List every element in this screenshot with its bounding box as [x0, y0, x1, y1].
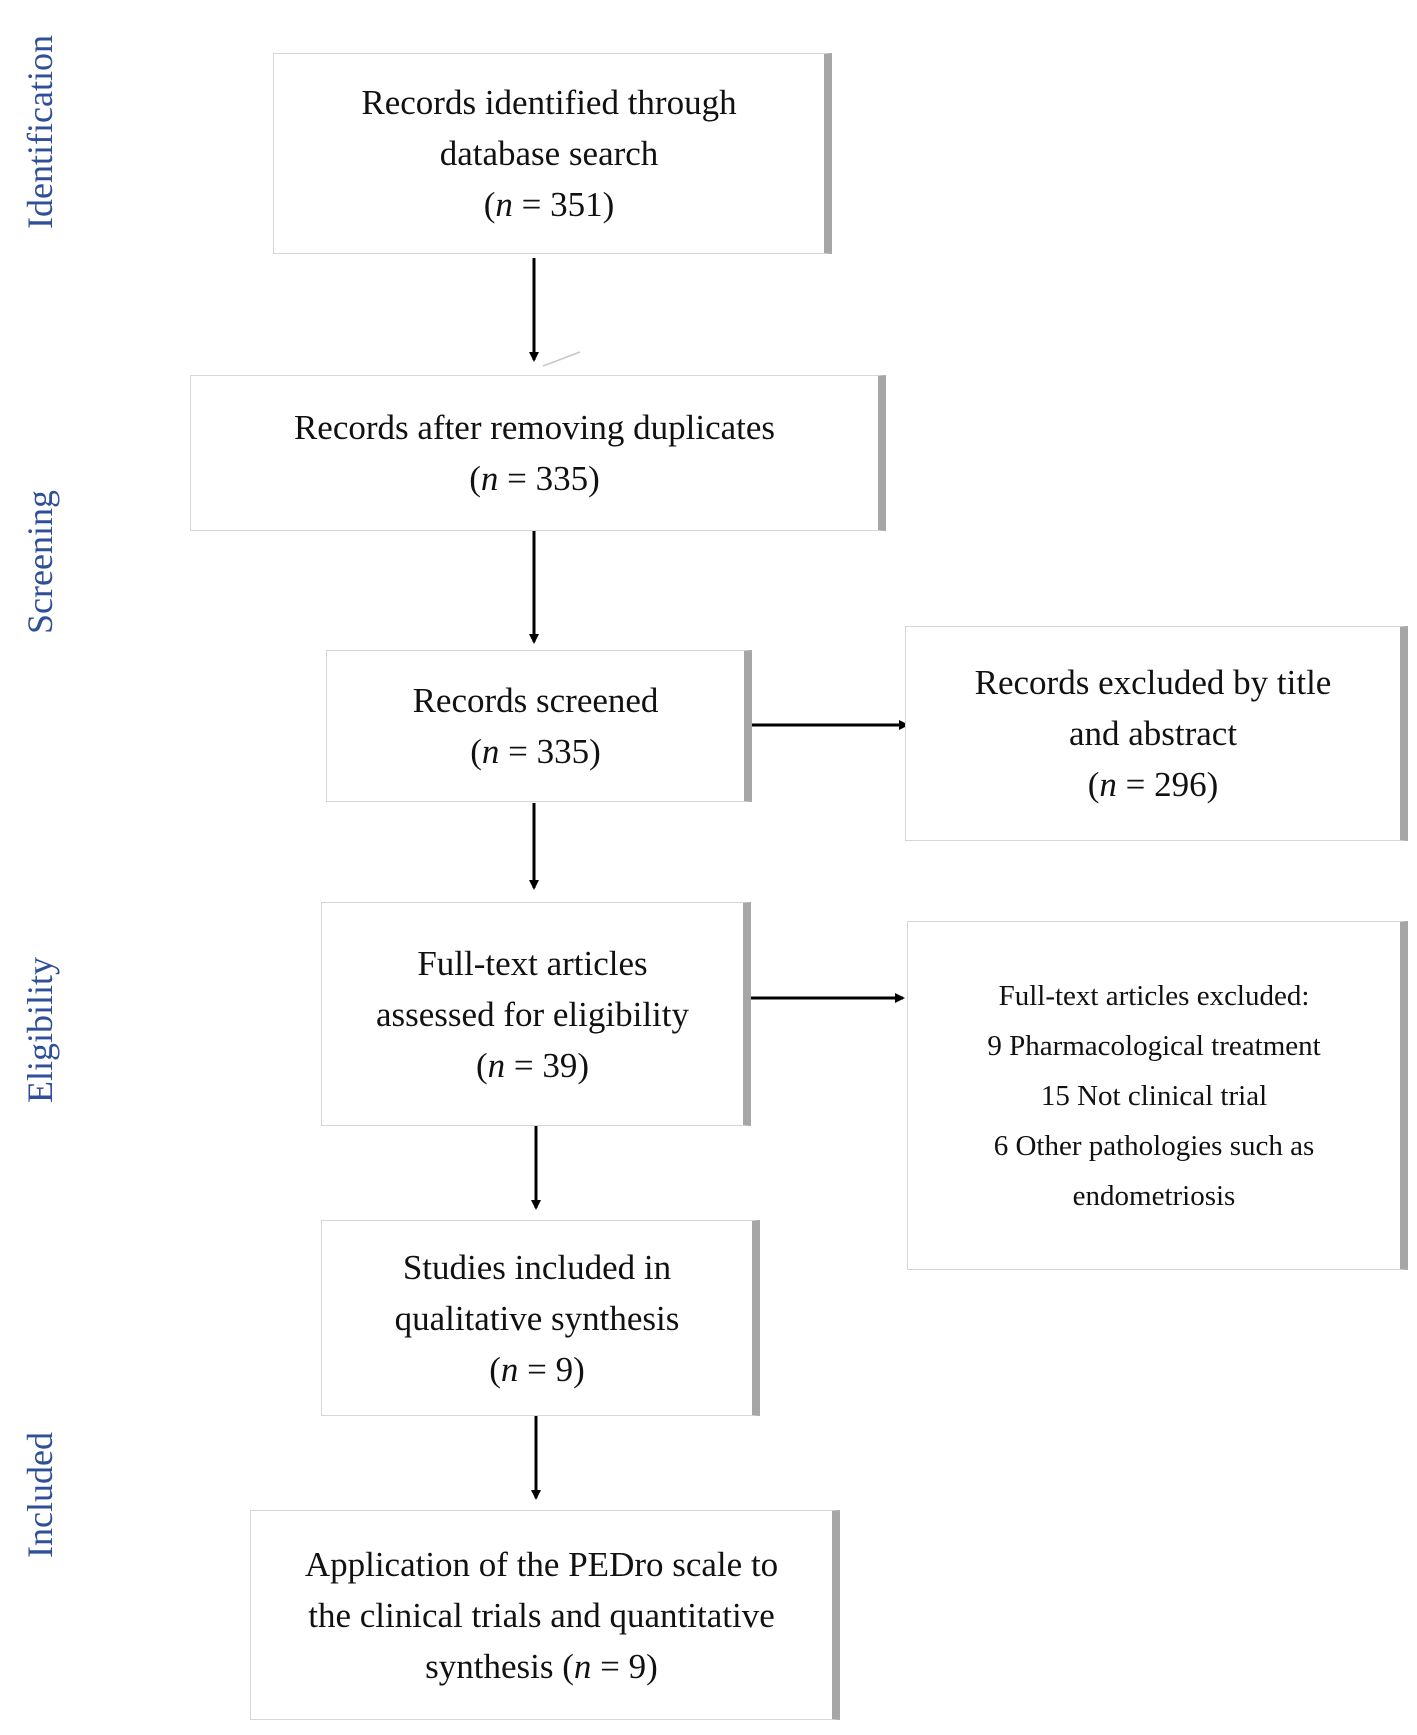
box-full-text-excluded: Full-text articles excluded: 9 Pharmacol…: [907, 921, 1408, 1270]
box-full-text-assessed: Full-text articles assessed for eligibil…: [321, 902, 751, 1126]
box-line: qualitative synthesis: [394, 1298, 680, 1338]
box-line: database search: [439, 134, 659, 173]
n-label: n: [480, 459, 499, 498]
n-label: n: [500, 1349, 519, 1389]
count-value: 39: [542, 1045, 578, 1085]
box-line: Application of the PEDro scale to: [304, 1544, 779, 1584]
count-value: 351: [550, 185, 603, 224]
box-records-identified: Records identified through database sear…: [273, 53, 832, 254]
n-label: n: [487, 1045, 506, 1085]
box-line: assessed for eligibility: [375, 994, 689, 1034]
box-line: Full-text articles: [417, 943, 648, 983]
box-line: 15 Not clinical trial: [1040, 1079, 1268, 1112]
n-label: n: [573, 1646, 592, 1686]
count-line: (n = 351): [483, 185, 615, 224]
box-line: Records excluded by title: [974, 663, 1332, 702]
box-line-prefix: synthesis: [425, 1646, 563, 1686]
count-line: (n = 39): [475, 1045, 590, 1085]
box-line: Records after removing duplicates: [293, 408, 776, 447]
box-line: Studies included in: [402, 1247, 672, 1287]
count-value: 9: [555, 1349, 574, 1389]
box-line: endometriosis: [1072, 1179, 1236, 1212]
box-line: 9 Pharmacological treatment: [987, 1029, 1321, 1062]
box-qualitative-synthesis: Studies included in qualitative synthesi…: [321, 1220, 760, 1416]
n-label: n: [481, 732, 500, 771]
box-pedro-application: Application of the PEDro scale to the cl…: [250, 1510, 840, 1720]
count-line: (n = 296): [1087, 765, 1219, 804]
count-line: synthesis (n = 9): [425, 1646, 658, 1686]
box-line: Records identified through: [361, 83, 737, 122]
box-line: the clinical trials and quantitative: [308, 1595, 775, 1635]
count-line: (n = 335): [470, 732, 601, 771]
stray-mark: [542, 351, 581, 367]
count-value: 335: [535, 459, 589, 498]
box-records-after-duplicates: Records after removing duplicates (n = 3…: [190, 375, 886, 531]
box-records-screened: Records screened (n = 335): [326, 650, 752, 802]
box-records-excluded-title-abstract: Records excluded by title and abstract (…: [905, 626, 1408, 841]
box-line: and abstract: [1068, 714, 1238, 753]
count-value: 296: [1154, 765, 1207, 804]
box-line: Full-text articles excluded:: [998, 979, 1310, 1012]
count-line: (n = 335): [469, 459, 600, 498]
count-line: (n = 9): [489, 1349, 585, 1389]
n-label: n: [1099, 765, 1117, 804]
count-value: 335: [536, 732, 590, 771]
n-label: n: [495, 185, 513, 224]
count-value: 9: [628, 1646, 647, 1686]
box-line: Records screened: [412, 681, 659, 720]
box-line: 6 Other pathologies such as: [993, 1129, 1315, 1162]
